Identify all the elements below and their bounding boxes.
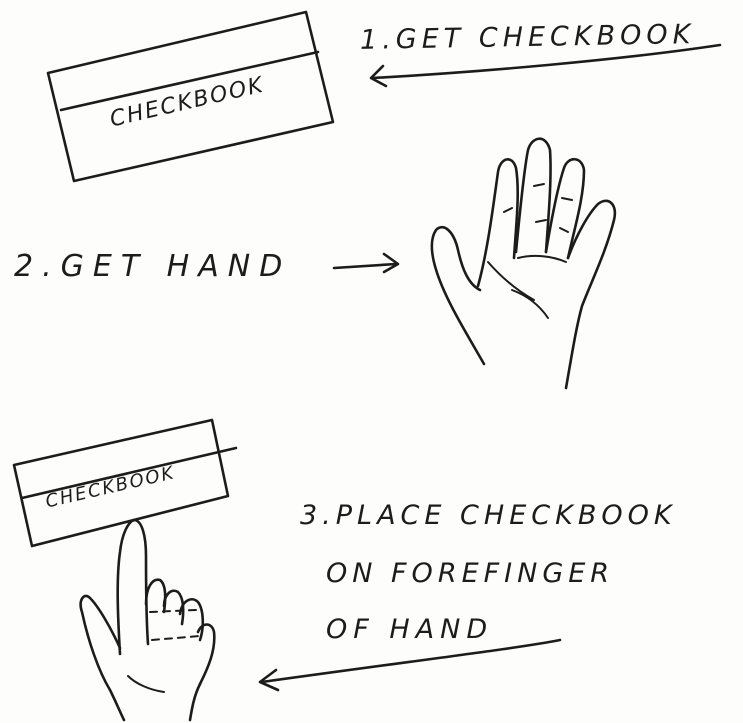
step-2-text: 2.GET HAND (14, 252, 291, 282)
step-3-line-2: ON FOREFINGER (326, 560, 614, 587)
arrow-2 (334, 254, 398, 272)
step-1-text: 1.GET CHECKBOOK (360, 21, 696, 54)
arrow-3 (260, 640, 560, 690)
open-hand-drawing (432, 139, 615, 388)
step-3-line-3: OF HAND (326, 616, 493, 643)
step-3-line-1: 3.PLACE CHECKBOOK (300, 502, 677, 529)
pointing-hand-drawing (81, 520, 215, 720)
